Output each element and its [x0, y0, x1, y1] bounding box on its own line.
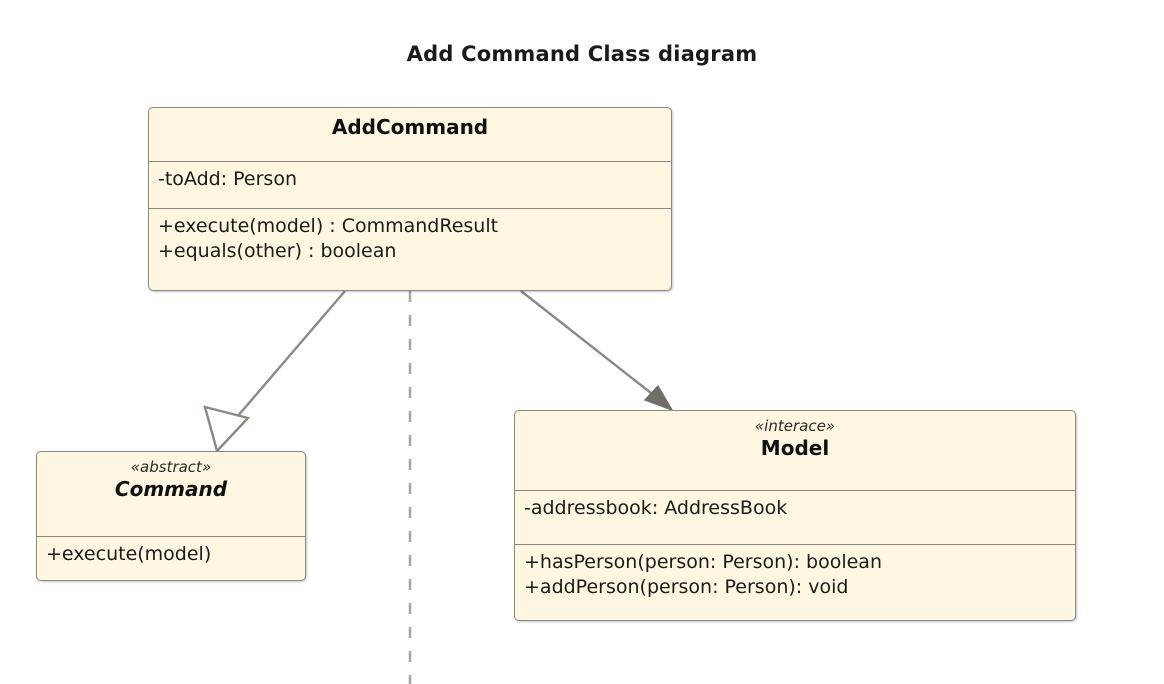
class-box-model[interactable]: «interace» Model -addressbook: AddressBo…: [514, 410, 1076, 621]
class-attributes-model: -addressbook: AddressBook: [515, 490, 1075, 544]
class-header-addcommand: AddCommand: [149, 108, 671, 161]
generalization-line: [230, 290, 346, 425]
dependency-connector: [520, 290, 674, 412]
class-method: +equals(other) : boolean: [158, 240, 397, 263]
hollow-triangle-arrowhead: [203, 405, 251, 454]
class-box-addcommand[interactable]: AddCommand -toAdd: Person +execute(model…: [148, 107, 672, 291]
page-title: Add Command Class diagram: [406, 42, 758, 66]
class-stereotype-model: «interace»: [754, 417, 836, 435]
dependency-line: [520, 290, 666, 405]
class-attributes-addcommand: -toAdd: Person: [149, 161, 671, 208]
class-box-command[interactable]: «abstract» Command +execute(model): [36, 451, 306, 581]
class-header-model: «interace» Model: [515, 411, 1075, 490]
solid-arrowhead: [643, 384, 674, 412]
class-name-command: Command: [114, 476, 228, 501]
class-methods-addcommand: +execute(model) : CommandResult +equals(…: [149, 208, 671, 270]
class-attribute: -toAdd: Person: [158, 168, 298, 190]
class-method: +execute(model): [46, 543, 212, 565]
class-method: +addPerson(person: Person): void: [524, 576, 849, 599]
class-stereotype-command: «abstract»: [130, 458, 212, 476]
class-methods-command: +execute(model): [37, 536, 305, 573]
class-name-addcommand: AddCommand: [331, 115, 489, 139]
class-attribute: -addressbook: AddressBook: [524, 497, 788, 519]
generalization-connector: [203, 290, 346, 454]
class-method: +execute(model) : CommandResult: [158, 215, 499, 237]
class-header-command: «abstract» Command: [37, 452, 305, 536]
class-methods-model: +hasPerson(person: Person): boolean +add…: [515, 544, 1075, 606]
class-method: +hasPerson(person: Person): boolean: [524, 551, 882, 573]
class-name-model: Model: [760, 435, 830, 460]
